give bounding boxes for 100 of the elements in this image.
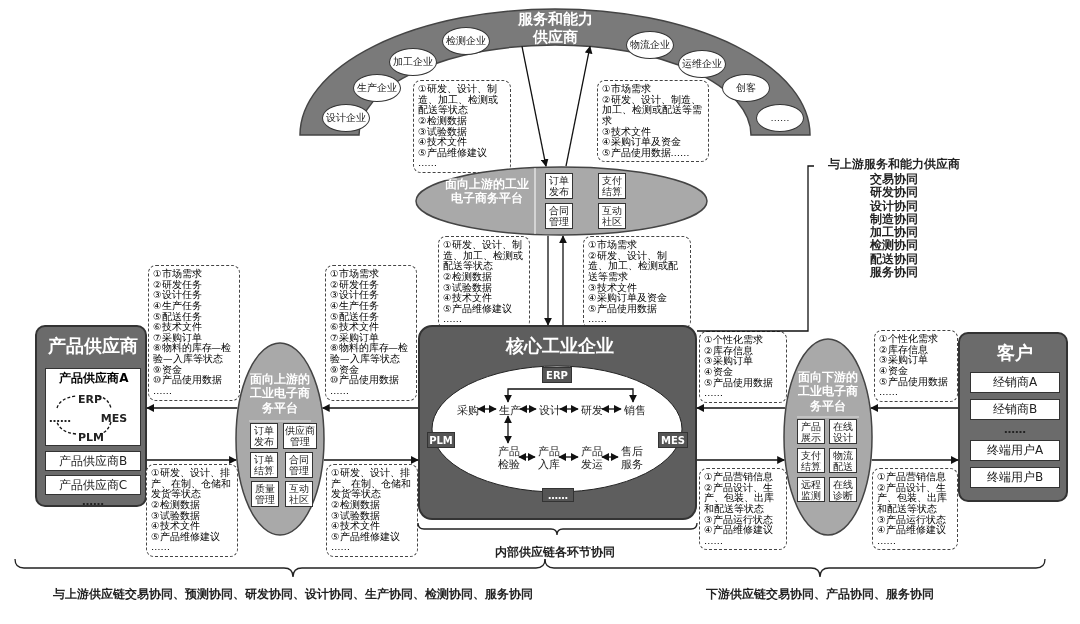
- list-item: ②研发任务: [330, 279, 380, 290]
- function-box: 支付结算: [598, 173, 626, 199]
- list-item: ……: [153, 385, 173, 397]
- data-list-box: [325, 265, 417, 401]
- data-list-box: [413, 80, 511, 173]
- system-tag: ……: [542, 488, 574, 502]
- list-item: ⑤配送任务: [153, 311, 203, 322]
- list-item: ③技术文件: [602, 126, 651, 137]
- list-item: ④产品维修建议: [704, 525, 774, 536]
- list-item: ⑨资金: [330, 364, 359, 375]
- data-list-box: [146, 464, 238, 557]
- data-list-box: [597, 80, 709, 163]
- list-item: ⑦采购订单: [330, 332, 379, 344]
- list-item: ②研发、设计、制造、加工、检测或配送等需求: [602, 94, 703, 126]
- ellipsis-text: ……: [995, 423, 1035, 435]
- list-item: ③技术文件: [588, 282, 637, 293]
- arrow: [565, 45, 593, 167]
- list-item: ①市场需求: [153, 269, 203, 279]
- arrow: [504, 415, 512, 444]
- caption-text: 下游供应链交易协同、产品协同、服务协同: [705, 586, 935, 603]
- arrow: [601, 405, 622, 413]
- arrow: [477, 405, 497, 413]
- list-item: ④技术文件: [151, 521, 201, 532]
- list-item: ①产品营销信息: [704, 472, 774, 483]
- function-box: 远程监测: [797, 477, 825, 502]
- arrow: [518, 453, 536, 461]
- list-item: ④资金: [704, 366, 733, 378]
- function-box: 互动社区: [285, 481, 313, 507]
- list-item: ⑩产品使用数据: [153, 375, 223, 386]
- list-item: ……: [879, 387, 899, 398]
- process-label: 售后服务: [620, 445, 644, 473]
- list-item: ③试验数据: [418, 126, 468, 137]
- list-item: ①产品营销信息: [877, 472, 947, 483]
- data-list-box: [148, 265, 240, 401]
- data-list-box: [874, 330, 958, 402]
- list-item: ……: [443, 314, 463, 325]
- panel-title: 产品供应商: [47, 335, 139, 357]
- list-item: ⑨资金: [153, 364, 182, 375]
- list-item: ②库存信息: [704, 345, 753, 356]
- list-item: ①个性化需求: [704, 335, 764, 346]
- list-item: ③试验数据: [331, 510, 381, 521]
- list-item: ③产品运行状态: [704, 514, 774, 525]
- enterprise-panel: [418, 325, 697, 520]
- list-item: ②产品设计、生产、包装、出库和配送等状态: [704, 482, 775, 515]
- arrow: [519, 405, 537, 413]
- panel-title: 核心工业企业: [504, 335, 615, 357]
- list-item: ④技术文件: [331, 521, 381, 532]
- list-item: ④产品维修建议: [877, 525, 947, 536]
- function-box: 产品展示: [797, 419, 825, 444]
- list-item: ①研发、设计、制造、加工、检测或配送等状态: [418, 84, 499, 116]
- caption-text: 与上游供应链交易协同、预测协同、研发协同、设计协同、生产协同、检测协同、服务协同: [52, 586, 534, 603]
- platform-ellipse: [783, 338, 873, 536]
- note-item: 配送协同: [869, 252, 919, 266]
- panel-title: 面向下游的工业电子商务平台: [797, 370, 859, 414]
- list-item: ……: [704, 535, 724, 547]
- list-item: ……: [330, 385, 350, 397]
- list-item: ③试验数据: [151, 510, 201, 521]
- list-item: ⑥技术文件: [330, 322, 380, 333]
- list-item: ④生产任务: [153, 300, 203, 311]
- function-box: 在线设计: [829, 419, 857, 444]
- list-item: ②产品设计、生产、包装、出库和配送等状态: [877, 482, 948, 515]
- arrow: [323, 456, 419, 464]
- panel-title: 面向上游的工业电子商务平台: [249, 372, 311, 416]
- function-box: 在线诊断: [829, 477, 857, 502]
- list-item: ③采购订单: [879, 355, 929, 366]
- note-item: 研发协同: [869, 186, 919, 200]
- process-label: 研发: [580, 404, 604, 418]
- arrow: [559, 405, 579, 413]
- list-item: ⑤产品使用数据: [588, 303, 657, 315]
- list-item: ①市场需求: [330, 269, 380, 279]
- list-item: ⑤产品维修建议: [331, 531, 401, 543]
- note-item: 制造协同: [869, 212, 919, 226]
- data-list-box: [872, 468, 958, 551]
- list-item: ②检测数据: [418, 115, 467, 126]
- list-item: ③采购订单: [704, 356, 754, 367]
- list-item: ②研发、设计、制造、加工、检测或配送等需求: [588, 250, 679, 283]
- supplier-card: [45, 368, 141, 446]
- function-box: 互动社区: [598, 203, 626, 229]
- list-item: ④资金: [879, 365, 908, 377]
- list-item: ⑩产品使用数据: [330, 375, 400, 386]
- list-item: ①研发、设计、排产、在制、仓储和发货等状态: [331, 468, 412, 500]
- list-item: ②研发任务: [153, 279, 203, 290]
- customer-box: 经销商B: [970, 399, 1060, 420]
- note-item: 加工协同: [869, 226, 919, 240]
- connector-line: [56, 395, 77, 409]
- system-label: PLM: [79, 430, 103, 444]
- system-label: ……: [49, 411, 71, 425]
- data-list-box: [326, 464, 418, 557]
- list-item: ⑤产品维修建议: [151, 531, 221, 543]
- list-item: ①研发、设计、制造、加工、检测或配送等状态: [443, 240, 524, 272]
- function-box: 合同管理: [285, 452, 313, 478]
- list-item: ②检测数据: [331, 499, 380, 510]
- function-box: 订单发布: [545, 173, 573, 199]
- caption-text: 内部供应链各环节协同: [494, 544, 616, 561]
- arrow: [504, 388, 637, 403]
- data-list-box: [699, 331, 787, 403]
- system-tag: MES: [658, 432, 688, 448]
- function-box: 支付结算: [797, 448, 825, 473]
- list-item: ③设计任务: [330, 290, 380, 301]
- panel-title: 服务和能力供应商: [516, 10, 594, 46]
